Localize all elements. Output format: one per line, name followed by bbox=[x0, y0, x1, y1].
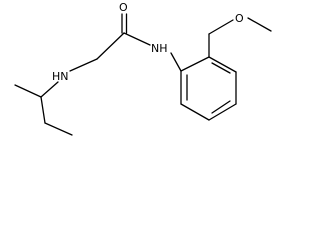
molecule-structure: O NH HN O bbox=[14, 1, 272, 136]
bond-ring-o-connector bbox=[208, 19, 234, 35]
bond-ethyl-methyl bbox=[44, 122, 73, 136]
ring-inner-double-1 bbox=[211, 62, 231, 74]
amine-hn-label: HN bbox=[52, 70, 69, 83]
bond-ch-ethyl bbox=[40, 96, 46, 124]
methoxy-oxygen-label: O bbox=[235, 12, 244, 25]
ring-bond-1 bbox=[180, 56, 210, 72]
bond-ch-methyl bbox=[14, 84, 42, 98]
structure-canvas: O NH HN O bbox=[14, 1, 272, 136]
bond-carbonyl-ch2 bbox=[96, 32, 125, 60]
ring-bond-2 bbox=[208, 56, 237, 73]
bond-hn-ch bbox=[40, 81, 59, 98]
bond-ch2-hn bbox=[69, 58, 98, 72]
ring-inner-double-2 bbox=[211, 100, 231, 114]
bond-nh-ring bbox=[170, 52, 182, 72]
bond-o-methyl bbox=[247, 17, 272, 32]
ring-bond-5 bbox=[180, 103, 210, 121]
carbonyl-oxygen-label: O bbox=[119, 1, 128, 14]
bond-carbonyl-nh bbox=[123, 32, 151, 46]
amide-nh-label: NH bbox=[151, 42, 168, 55]
ring-bond-4 bbox=[208, 103, 237, 121]
